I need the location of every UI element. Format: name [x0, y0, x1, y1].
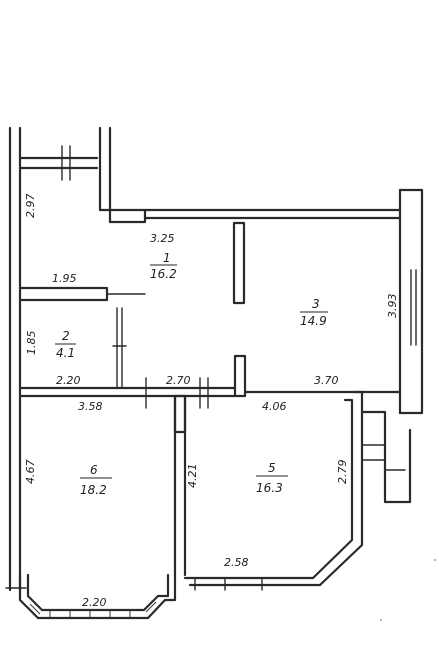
partition-top-block: [173, 394, 187, 434]
dim-2-20-top: 2.20: [56, 374, 81, 387]
room5-right-wall-inner: [183, 398, 354, 580]
room2-right-partition: [116, 307, 123, 389]
right-balcony-marks: [361, 444, 386, 461]
dim-2-70: 2.70: [166, 374, 191, 387]
right-wall-outer: [398, 188, 424, 415]
dim-2-97: 2.97: [24, 194, 37, 219]
dim-1-85: 1.85: [25, 331, 38, 356]
dim-3-58: 3.58: [78, 400, 103, 413]
dim-4-21: 4.21: [186, 464, 199, 489]
dim-2-20-bottom: 2.20: [82, 596, 107, 609]
room-1-label: 1 16.2: [150, 251, 177, 281]
door-marks: [145, 377, 209, 409]
room-6-number: 6: [90, 463, 98, 477]
right-balcony: [360, 410, 412, 504]
room-6-area: 18.2: [80, 483, 107, 497]
dimension-labels: 2.97 3.25 1.95 1.85 3.93 2.20 2.70 3.70 …: [24, 194, 399, 610]
room6-bay-outer: [18, 573, 177, 620]
room-3-number: 3: [312, 297, 320, 311]
misc-marks: [380, 559, 436, 621]
room6-bay-inner: [26, 573, 170, 612]
room-2-number: 2: [62, 329, 70, 343]
room-2-label: 2 4.1: [55, 329, 76, 360]
dim-4-06: 4.06: [262, 400, 287, 413]
dim-3-93: 3.93: [386, 294, 399, 319]
dim-3-70: 3.70: [314, 374, 339, 387]
room-5-number: 5: [268, 461, 276, 475]
walls: [5, 126, 424, 620]
dim-3-25: 3.25: [150, 232, 175, 245]
room-1-number: 1: [163, 251, 171, 265]
dim-2-79: 2.79: [336, 460, 349, 485]
room6-room5-partition: [173, 394, 187, 577]
room-labels: 1 16.2 2 4.1 3 14.9 5 16.3 6 18.2: [55, 251, 328, 497]
column-1: [232, 221, 246, 305]
room-6-label: 6 18.2: [80, 463, 112, 497]
room-1-area: 16.2: [150, 267, 177, 281]
room-5-area: 16.3: [256, 481, 283, 495]
room-3-label: 3 14.9: [300, 297, 328, 328]
room-3-area: 14.9: [300, 314, 327, 328]
room5-bottom-window: [194, 577, 263, 591]
dim-4-67: 4.67: [24, 460, 37, 485]
dim-1-95: 1.95: [52, 272, 77, 285]
dim-2-58: 2.58: [224, 556, 249, 569]
room-5-label: 5 16.3: [256, 461, 288, 495]
middle-wall-stub: [233, 354, 247, 398]
room-2-area: 4.1: [56, 346, 75, 360]
upper-middle-wall: [98, 126, 112, 212]
room6-bay-hatch: [29, 601, 157, 618]
room5-right-wall-outer: [188, 390, 364, 587]
room2-top-wall: [18, 286, 109, 302]
loggia-window-mark: [61, 145, 71, 181]
upper-middle-wall-foot: [108, 208, 147, 224]
right-window-mark: [410, 269, 417, 346]
